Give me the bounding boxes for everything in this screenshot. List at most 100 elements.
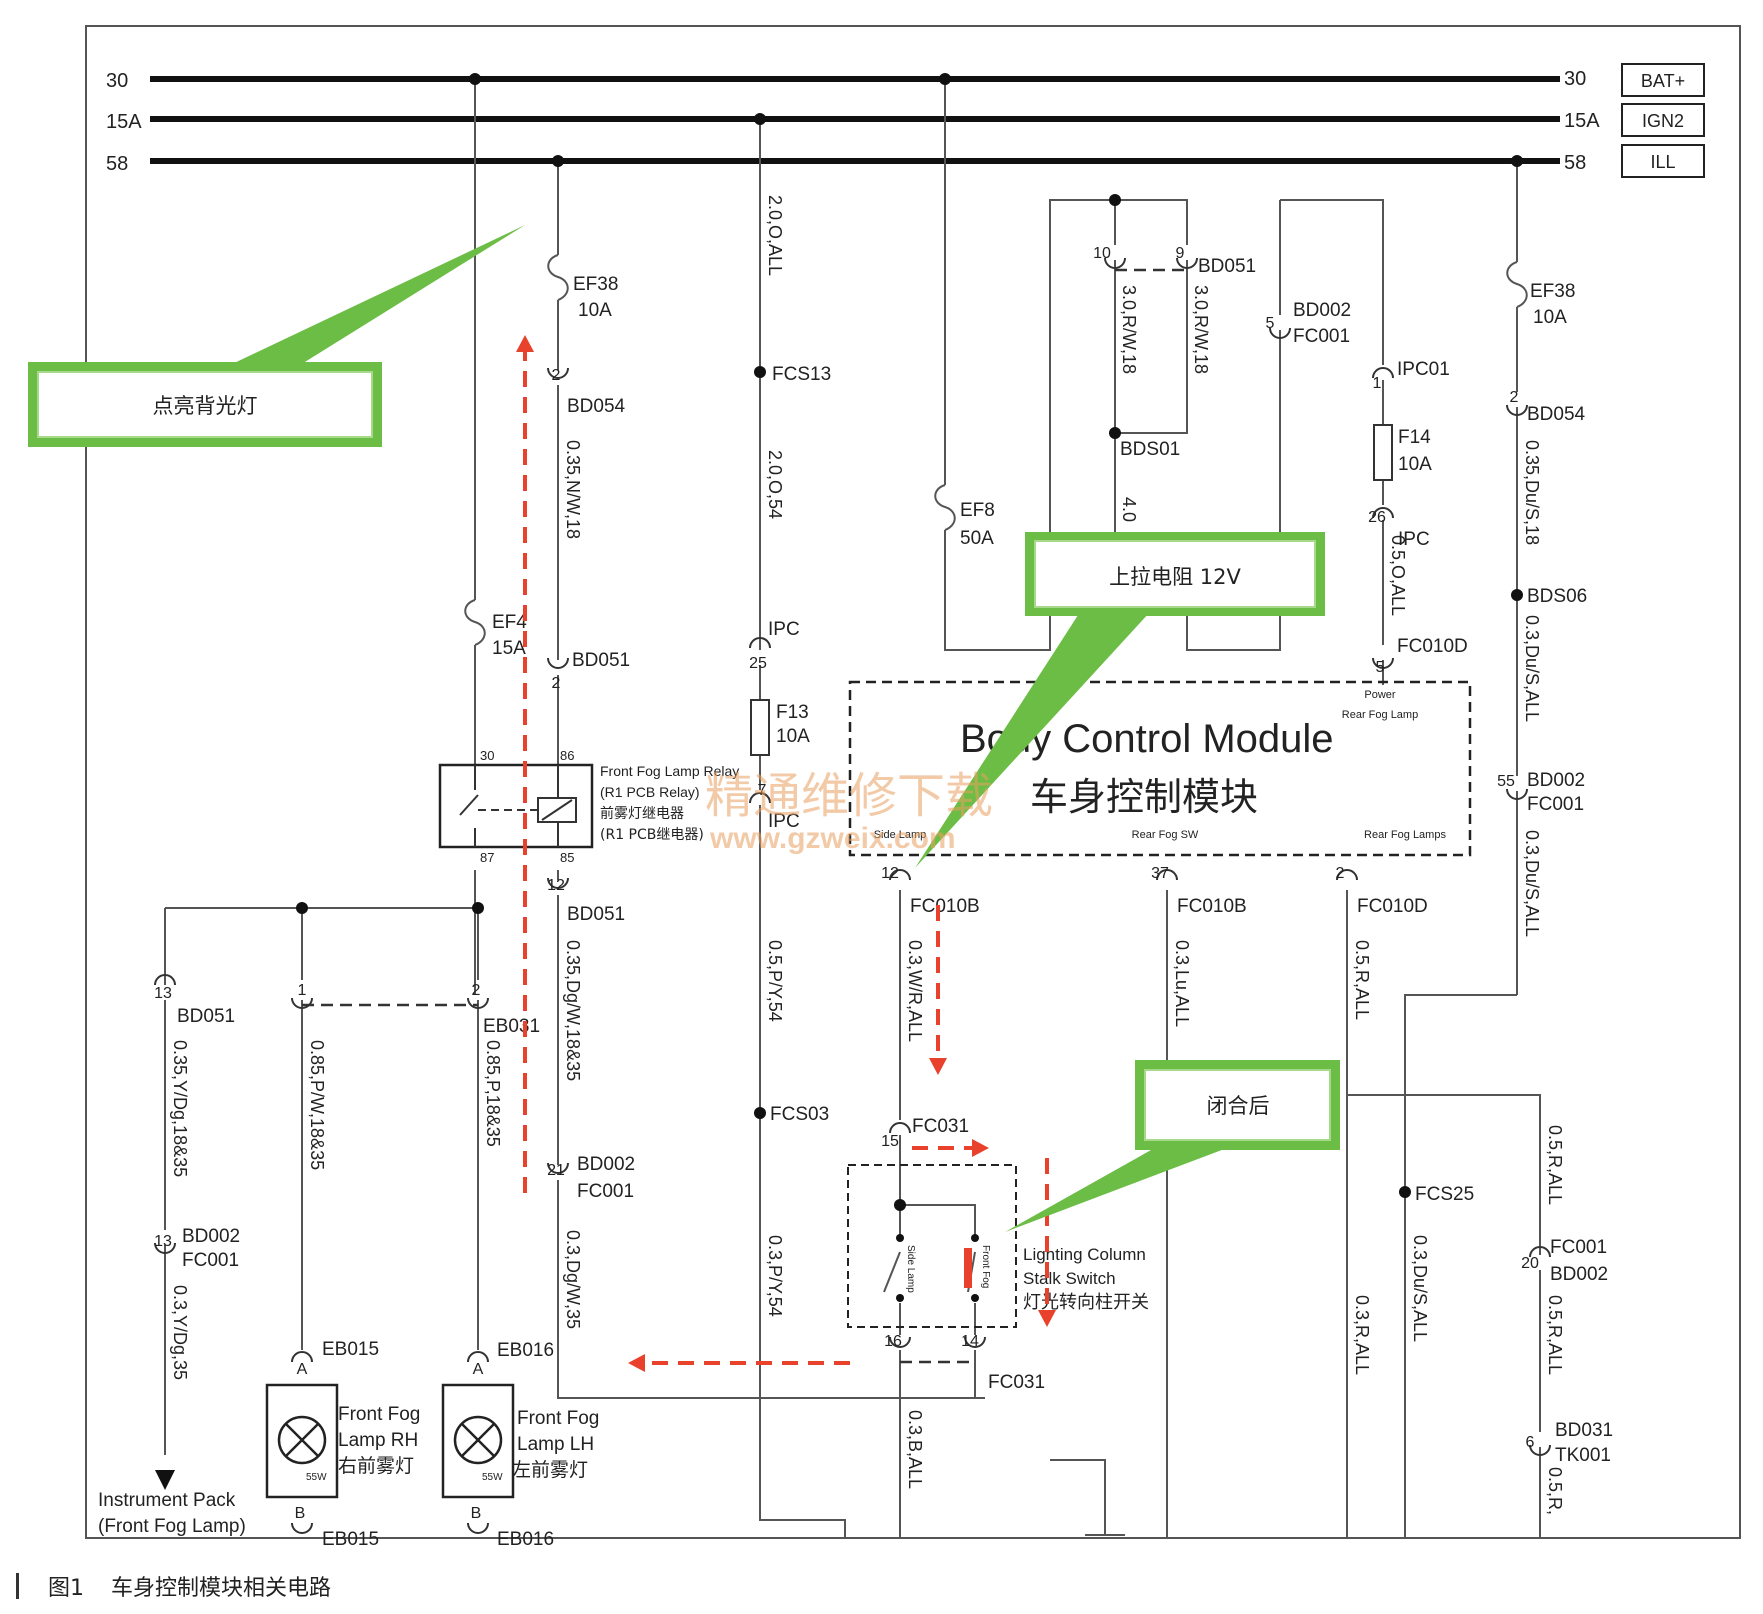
caption-figure-number: 图1 — [48, 1576, 84, 1601]
pin-fc031-14: 14 — [961, 1333, 979, 1350]
wire-0-5-r-all-b: 0.5,R,ALL — [1545, 1125, 1565, 1205]
switch-title-cn: 灯光转向柱开关 — [1023, 1292, 1149, 1313]
lamp-rh-title: Front Fog — [338, 1404, 420, 1425]
bd002-pin5-label: BD002 — [1293, 300, 1351, 321]
eb016-bottom-label: EB016 — [497, 1529, 554, 1550]
wires — [164, 79, 1541, 1538]
relay-subtitle: (R1 PCB Relay) — [600, 784, 700, 800]
bd051-pin12-label: BD051 — [567, 904, 625, 925]
ef8-amp: 50A — [960, 528, 994, 549]
lamp-rh-subtitle: Lamp RH — [338, 1430, 418, 1451]
callout-closed: 闭合后 — [1005, 1060, 1340, 1232]
wire-2-0-o-54: 2.0,O,54 — [765, 450, 785, 519]
switch-front-fog-label: Front Fog — [980, 1245, 991, 1288]
ef8-label: EF8 — [960, 500, 995, 521]
relay-pin-86: 86 — [560, 748, 574, 763]
callout-backlight: 点亮背光灯 — [28, 225, 525, 447]
wire-0-5-p-y-54: 0.5,P/Y,54 — [765, 940, 785, 1022]
fcs03-label: FCS03 — [770, 1104, 829, 1125]
eb015-bottom-label: EB015 — [322, 1529, 379, 1550]
pin-bd002-13: 13 — [154, 1233, 172, 1250]
pin-bd051-10: 10 — [1093, 245, 1111, 262]
pin-eb031-1: 1 — [298, 982, 307, 999]
pin-bcm-12: 12 — [881, 865, 899, 882]
bd031-label: BD031 — [1555, 1420, 1613, 1441]
fc031-pin15-label: FC031 — [912, 1116, 969, 1137]
callout-pullup: 上拉电阻 12V — [915, 532, 1325, 868]
fc010b-pin37-label: FC010B — [1177, 896, 1247, 917]
pin-bd051-9: 9 — [1176, 245, 1185, 262]
lamp-lh-subtitle: Lamp LH — [517, 1434, 594, 1455]
f14-amp: 10A — [1398, 454, 1432, 475]
pin-eb015-b: B — [295, 1505, 306, 1522]
bcm-rear-fog-lamp-label: Rear Fog Lamp — [1342, 709, 1418, 721]
lamp-lh-title-cn: 左前雾灯 — [512, 1459, 588, 1481]
wire-0-3-lu-all: 0.3,Lu,ALL — [1172, 940, 1192, 1027]
wire-0-5-r-all-a: 0.5,R,ALL — [1352, 940, 1372, 1020]
bd054-right-label: BD054 — [1527, 404, 1586, 425]
component-labels: EF38 10A EF38 10A EF4 15A EF8 50A F13 10… — [177, 256, 1613, 1550]
ipc01-label: IPC01 — [1397, 359, 1450, 380]
watermark-url: www.gzweix.com — [709, 822, 956, 855]
wire-spec-labels: 2.0,O,ALL 2.0,O,54 0.35,N/W,18 0.35,Dg/W… — [170, 195, 1565, 1515]
relay-pin-85: 85 — [560, 850, 574, 865]
watermark-cn: 精通维修下载 — [705, 768, 993, 824]
wire-0-3-b-all: 0.3,B,ALL — [905, 1410, 925, 1489]
pin-ipc-7: 7 — [758, 782, 767, 799]
pin-bd054-left: 2 — [552, 367, 561, 384]
bd002-pin20-label: BD002 — [1550, 1264, 1608, 1285]
fc001-pin55-label: FC001 — [1527, 794, 1584, 815]
pin-eb016-a: A — [473, 1361, 484, 1378]
relay-title-cn: 前雾灯继电器 — [600, 805, 684, 822]
wire-0-5-o-all: 0.5,O,ALL — [1388, 535, 1408, 616]
bds06-label: BDS06 — [1527, 586, 1587, 607]
wire-0-35-y-dg: 0.35,Y/Dg,18&35 — [170, 1040, 190, 1177]
bus-58-right-label: 58 — [1564, 152, 1586, 174]
wire-0-85-p-w: 0.85,P/W,18&35 — [307, 1040, 327, 1170]
lamp-rh-title-cn: 右前雾灯 — [338, 1455, 414, 1477]
pin-eb031-2: 2 — [472, 982, 481, 999]
diagram-frame — [85, 25, 1741, 1539]
fc001-pin20-label: FC001 — [1550, 1237, 1607, 1258]
watermark: 精通维修下载 www.gzweix.com — [705, 768, 993, 855]
body-control-module: Body Control Module 车身控制模块 Power Rear Fo… — [848, 680, 1472, 857]
pin-fc031-16: 16 — [884, 1333, 902, 1350]
wire-0-85-p: 0.85,P,18&35 — [483, 1040, 503, 1147]
ill-tag: ILL — [1650, 152, 1675, 172]
bcm-rear-fog-sw-label: Rear Fog SW — [1132, 829, 1199, 841]
f13-amp: 10A — [776, 726, 810, 747]
wire-4-0: 4.0 — [1119, 497, 1139, 522]
wire-0-5-r: 0.5,R, — [1545, 1467, 1565, 1515]
fc031-pin16-label: FC031 — [988, 1372, 1045, 1393]
bcm-rear-fog-lamps-label: Rear Fog Lamps — [1364, 829, 1446, 841]
caption-text: 车身控制模块相关电路 — [111, 1576, 332, 1601]
figure-caption: 图1 车身控制模块相关电路 — [16, 1570, 616, 1610]
fc010d-pin5-label: FC010D — [1397, 636, 1468, 657]
fc001-pin21-label: FC001 — [577, 1181, 634, 1202]
pin-ipc-26: 26 — [1368, 509, 1386, 526]
ef38-right-label: EF38 — [1530, 281, 1575, 302]
pin-numbers: 2 2 2 12 13 13 21 25 7 26 1 5 10 9 55 20… — [154, 245, 1539, 1522]
bus-15a-left-label: 15A — [106, 111, 142, 133]
wire-0-3-r-all: 0.3,R,ALL — [1352, 1295, 1372, 1375]
lighting-stalk-switch: Side Lamp Front Fog Lighting Column Stal… — [847, 1164, 1149, 1328]
relay-title: Front Fog Lamp Relay — [600, 763, 739, 779]
instrument-pack-sub: (Front Fog Lamp) — [98, 1516, 246, 1537]
wire-0-3-dg-w-35: 0.3,Dg/W,35 — [563, 1230, 583, 1329]
fc001-pin5-label: FC001 — [1293, 326, 1350, 347]
callout-pullup-text: 上拉电阻 12V — [1109, 565, 1241, 589]
front-fog-relay: 30 86 87 85 Front Fog Lamp Relay (R1 PCB… — [438, 748, 739, 865]
relay-pin-30: 30 — [480, 748, 494, 763]
bus-58-left-label: 58 — [106, 153, 128, 175]
callout-closed-text: 闭合后 — [1207, 1094, 1270, 1118]
connector-cups — [154, 257, 1551, 1534]
bcm-side-lamp-label: Side Lamp — [874, 829, 927, 841]
fc010d-pin2-label: FC010D — [1357, 896, 1428, 917]
wire-0-5-r-all-c: 0.5,R,ALL — [1545, 1295, 1565, 1375]
power-buses: 30 15A 58 30 15A 58 BAT+ IGN2 ILL — [106, 63, 1705, 178]
wire-0-35-n-w-18: 0.35,N/W,18 — [563, 440, 583, 539]
fc010b-pin12-label: FC010B — [910, 896, 980, 917]
pin-bd002-5: 5 — [1266, 315, 1275, 332]
bd002-pin13-label: BD002 — [182, 1226, 240, 1247]
tk001-label: TK001 — [1555, 1445, 1611, 1466]
